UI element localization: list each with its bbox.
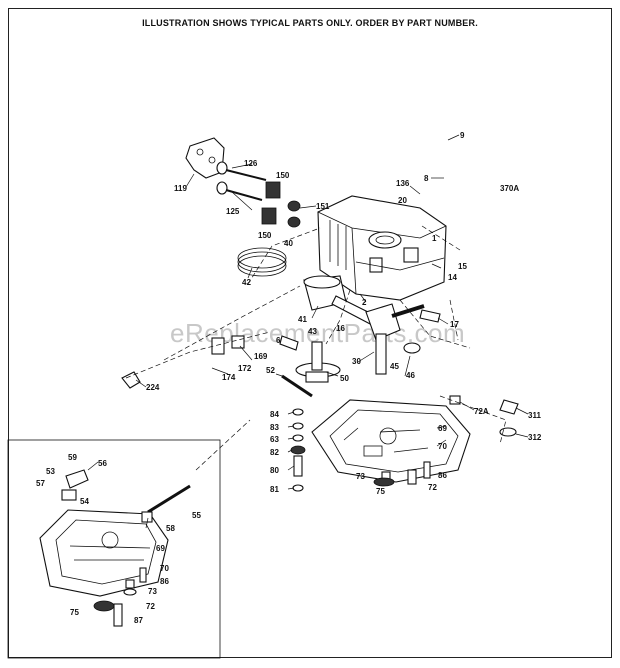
callout-84: 84 (270, 410, 279, 419)
callout-125: 125 (226, 207, 240, 216)
callout-172: 172 (238, 364, 252, 373)
callout-30: 30 (352, 357, 361, 366)
callout-370A: 370A (500, 184, 519, 193)
callout-119: 119 (174, 184, 187, 193)
inset-shaft (147, 484, 191, 514)
crankshaft (365, 303, 425, 375)
crankcase-cover-main (311, 399, 471, 483)
callout-75: 75 (70, 608, 79, 617)
callout-70: 70 (438, 442, 447, 451)
callout-15: 15 (458, 262, 467, 271)
callout-16: 16 (336, 324, 345, 333)
callout-73: 73 (148, 587, 157, 596)
callout-311: 311 (528, 411, 541, 420)
inset-governor (61, 469, 89, 501)
callout-72: 72 (146, 602, 155, 611)
callout-6: 6 (276, 336, 281, 345)
leader-lines (87, 134, 529, 529)
callout-56: 56 (98, 459, 107, 468)
callout-42: 42 (242, 278, 251, 287)
callout-82: 82 (270, 448, 279, 457)
callout-151: 151 (316, 202, 330, 211)
callout-2: 2 (362, 298, 367, 307)
callout-52: 52 (266, 366, 275, 375)
governor-stack (290, 408, 306, 492)
callout-8: 8 (424, 174, 429, 183)
cylinder-block (317, 195, 447, 301)
breather (211, 337, 225, 355)
callout-150: 150 (258, 231, 272, 240)
callout-45: 45 (390, 362, 399, 371)
callout-59: 59 (68, 453, 77, 462)
seal-224 (121, 371, 141, 389)
callout-72A: 72A (474, 407, 489, 416)
callout-72: 72 (428, 483, 437, 492)
diagram-header: ILLUSTRATION SHOWS TYPICAL PARTS ONLY. O… (142, 18, 478, 28)
callout-53: 53 (46, 467, 55, 476)
callout-174: 174 (222, 373, 236, 382)
callout-1: 1 (432, 234, 437, 243)
callout-80: 80 (270, 466, 279, 475)
callout-40: 40 (284, 239, 293, 248)
callout-9: 9 (460, 131, 465, 140)
callout-70: 70 (160, 564, 169, 573)
callout-87: 87 (134, 616, 143, 625)
callout-20: 20 (398, 196, 407, 205)
inset-bolt (113, 603, 123, 627)
diagram-border: ILLUSTRATION SHOWS TYPICAL PARTS ONLY. O… (8, 8, 612, 658)
piston-rings (237, 247, 287, 277)
callout-224: 224 (146, 383, 160, 392)
callout-43: 43 (308, 327, 317, 336)
callout-169: 169 (254, 352, 268, 361)
callout-63: 63 (270, 435, 279, 444)
callout-150: 150 (276, 171, 290, 180)
callout-58: 58 (166, 524, 175, 533)
valve-springs (261, 181, 301, 228)
inset-crankcase-cover (39, 509, 169, 597)
callout-126: 126 (244, 159, 258, 168)
callout-55: 55 (192, 511, 201, 520)
callout-69: 69 (156, 544, 165, 553)
callout-312: 312 (528, 433, 542, 442)
callout-86: 86 (438, 471, 447, 480)
callout-41: 41 (298, 315, 307, 324)
callout-57: 57 (36, 479, 45, 488)
retainer (419, 309, 441, 323)
callout-50: 50 (340, 374, 349, 383)
callout-14: 14 (448, 273, 457, 282)
cam-gear (295, 341, 341, 383)
callout-75: 75 (376, 487, 385, 496)
callout-86: 86 (160, 577, 169, 586)
callout-46: 46 (406, 371, 415, 380)
valves (216, 161, 267, 201)
callout-83: 83 (270, 423, 279, 432)
callout-54: 54 (80, 497, 89, 506)
inset-box (7, 439, 221, 659)
callout-69: 69 (438, 424, 447, 433)
callout-17: 17 (450, 320, 459, 329)
callout-81: 81 (270, 485, 279, 494)
callout-136: 136 (396, 179, 410, 188)
head-gasket (185, 137, 225, 179)
callout-73: 73 (356, 472, 365, 481)
